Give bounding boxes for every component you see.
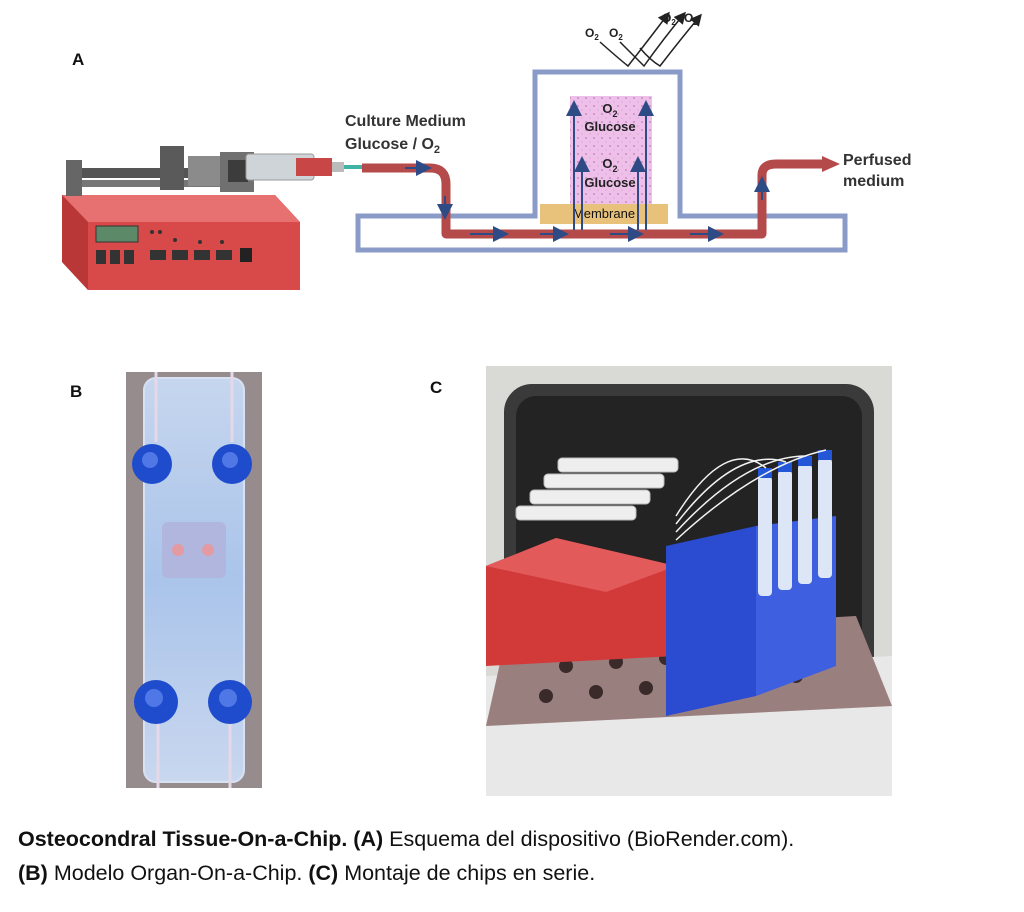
- pump-key: [150, 250, 166, 260]
- pump-key: [240, 248, 252, 262]
- chamber-glucose-top: Glucose: [584, 119, 635, 134]
- pump-key: [172, 250, 188, 260]
- flow-path: [362, 156, 840, 239]
- caption-line-2: (B) Modelo Organ-On-a-Chip. (C) Montaje …: [18, 856, 1018, 890]
- pump-key: [194, 250, 210, 260]
- syringe-pump: [62, 146, 362, 290]
- membrane-label: Membrane: [573, 206, 635, 221]
- caption-text-c: Montaje de chips en serie.: [338, 861, 596, 885]
- flow-arrows: [405, 100, 770, 242]
- gas-o2-label-2: O2: [609, 26, 623, 42]
- panel-label-b: B: [70, 382, 83, 401]
- caption-line-1: Osteocondral Tissue-On-a-Chip. (A) Esque…: [18, 822, 1018, 856]
- gas-o2-label-4: O2: [684, 11, 698, 27]
- panel-label-c: C: [430, 378, 443, 397]
- outlet-label-line1: Perfused: [843, 152, 911, 169]
- pump-key: [96, 250, 106, 264]
- chamber-o2-top: O2: [602, 101, 617, 119]
- chamber-glucose-bottom: Glucose: [584, 175, 635, 190]
- inlet-label-line1: Culture Medium: [345, 113, 466, 130]
- chamber-o2-bottom: O2: [602, 156, 617, 174]
- organ-on-chip-photo: [126, 372, 262, 788]
- panel-label-a: A: [72, 50, 85, 69]
- caption-text-b: Modelo Organ-On-a-Chip.: [47, 861, 309, 885]
- gas-o2-label-1: O2: [585, 26, 599, 42]
- pump-key: [110, 250, 120, 264]
- outlet-label-line2: medium: [843, 173, 904, 190]
- gas-o2-label-3: O2: [662, 11, 676, 27]
- pump-key: [124, 250, 134, 264]
- membrane: [540, 204, 668, 224]
- caption-text-a: Esquema del dispositivo (BioRender.com).: [383, 827, 795, 851]
- pump-key: [216, 250, 232, 260]
- inlet-label-line2: Glucose / O2: [345, 136, 440, 156]
- caption-title: Osteocondral Tissue-On-a-Chip. (A): [18, 827, 384, 851]
- gas-exchange-arrows: [599, 11, 702, 68]
- caption-b-label: (B): [18, 861, 48, 885]
- figure-caption: Osteocondral Tissue-On-a-Chip. (A) Esque…: [18, 822, 1018, 890]
- chips-in-series-photo: [486, 366, 892, 796]
- perfusion-schematic: Membrane O2 Glucose O2 Glucose O2 O2 O2 …: [62, 11, 911, 290]
- caption-c-label: (C): [308, 861, 339, 885]
- pump-display: [95, 225, 139, 243]
- chip-channel: [355, 69, 848, 253]
